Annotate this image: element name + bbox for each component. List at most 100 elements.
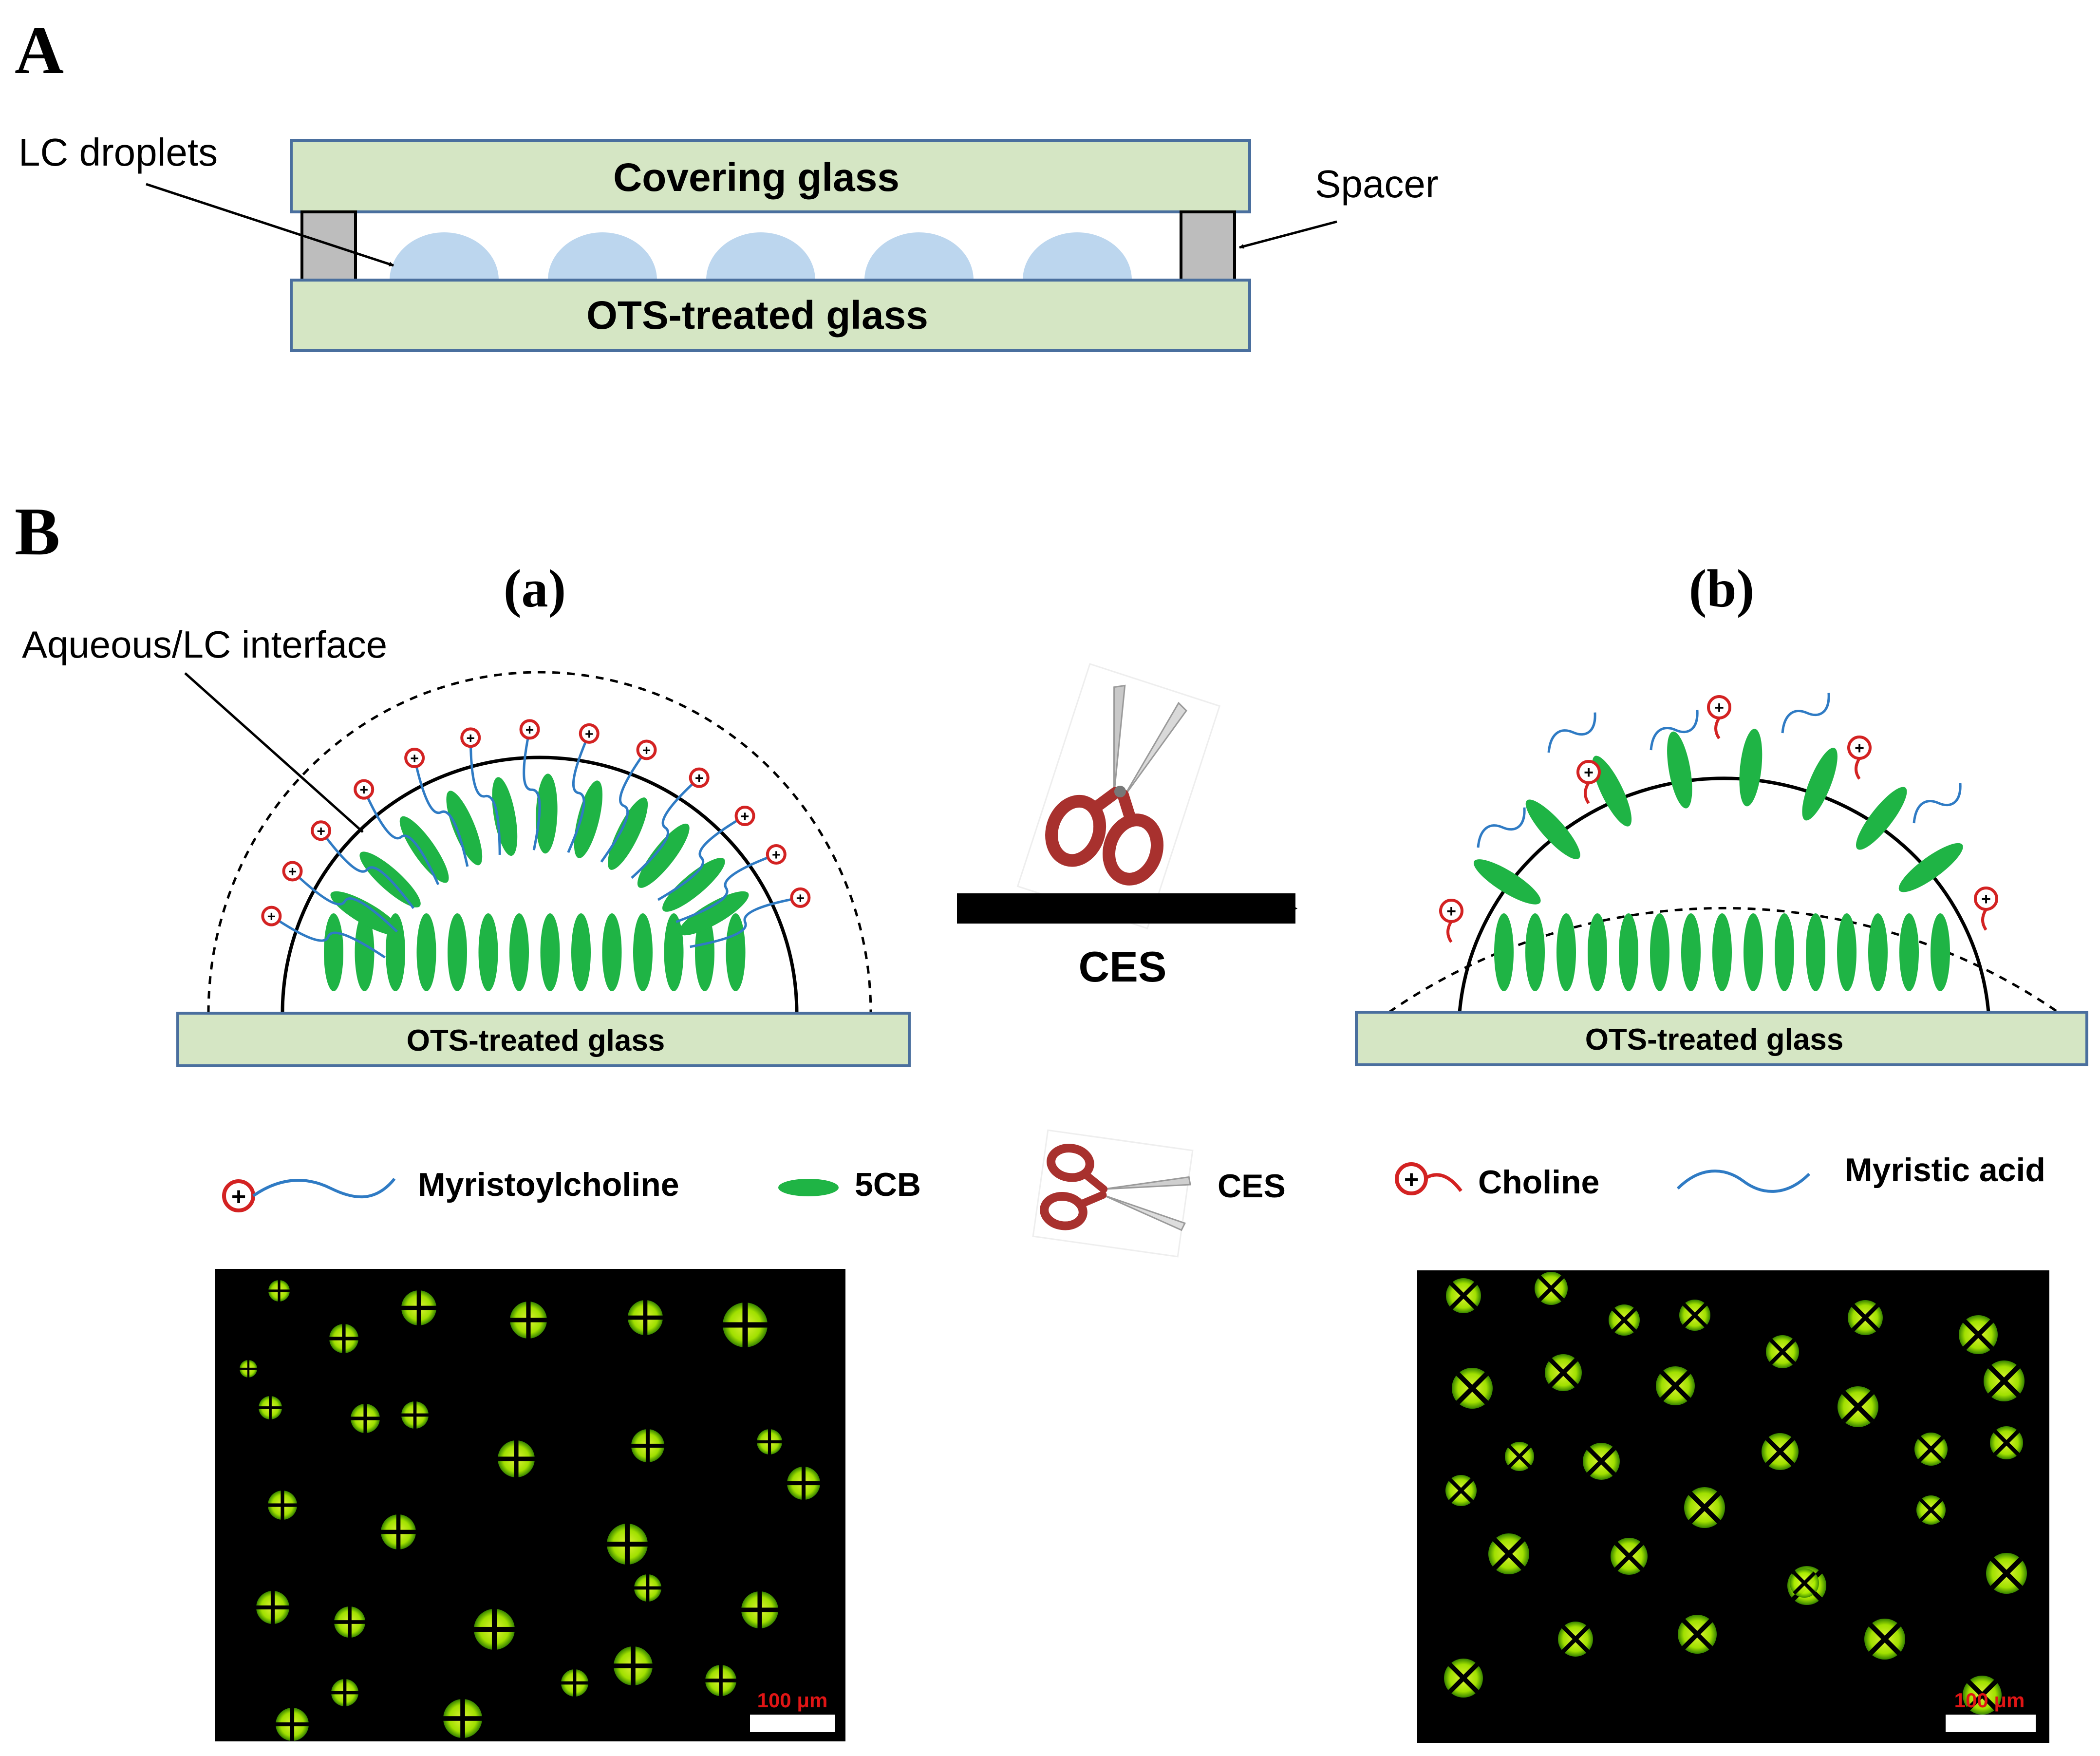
lc-droplet-cross: [443, 1699, 482, 1738]
myristoyl-chain: [291, 870, 398, 933]
5cb-molecule: [662, 858, 725, 912]
lc-droplet: [390, 232, 499, 280]
5cb-molecule: [1899, 913, 1919, 991]
choline-charge: +: [267, 909, 276, 925]
choline-charge: +: [772, 847, 781, 863]
lc-droplet-cross: [705, 1665, 736, 1696]
5cb-molecule: [1856, 787, 1907, 850]
lc-droplet-cross: [331, 1679, 358, 1706]
scale-label-left: 100 μm: [757, 1689, 828, 1712]
lc-droplet: [1023, 232, 1132, 280]
myristoyl-chain: [523, 729, 541, 850]
legend-5cb: 5CB: [778, 1166, 921, 1203]
choline-head: [766, 844, 787, 865]
lc-droplets-arrow: [146, 183, 394, 267]
panel-a-letter: A: [15, 13, 64, 88]
lc-droplet-cross: [631, 1429, 664, 1462]
scale-label-right: 100 μm: [1954, 1689, 2025, 1712]
choline-head: [579, 723, 600, 744]
legend: + Myristoylcholine 5CB CES + C: [222, 1129, 2045, 1258]
covering-glass: [290, 139, 1251, 213]
micrograph-left-droplets: [240, 1280, 820, 1741]
myristoylcholine-layer-a: +++++++++++++: [261, 719, 811, 959]
ots-glass-b-b-label: OTS-treated glass: [1585, 1023, 1844, 1057]
lc-droplet-cross: [401, 1401, 429, 1429]
interface-arrow: [184, 672, 364, 833]
lc-droplet-cross: [259, 1396, 282, 1419]
5cb-molecule: [571, 913, 591, 991]
choline-tail: [1855, 757, 1861, 780]
myristic-acid: [1650, 710, 1699, 751]
myristic-acid: [1781, 693, 1830, 734]
5cb-molecule: [355, 913, 375, 991]
choline-charge: +: [1714, 699, 1724, 717]
myristoyl-chain: [270, 915, 386, 959]
5cb-molecule: [1681, 913, 1701, 991]
choline-head: [282, 861, 303, 882]
5cb-molecule: [1473, 859, 1541, 905]
interface-label: Aqueous/LC interface: [22, 623, 387, 666]
lc-droplet-cross: [276, 1708, 309, 1741]
choline-head: [636, 739, 657, 760]
sub-b-label: (b): [1689, 559, 1754, 618]
myristoyl-chain: [675, 853, 777, 924]
legend-myristic-acid: Myristic acid: [1676, 1152, 2045, 1193]
lc-droplets-label: LC droplets: [19, 131, 218, 174]
choline-head: [354, 779, 375, 800]
5cb-molecule: [478, 913, 498, 991]
lc-droplet-cross: [1535, 1272, 1568, 1305]
choline-charge: +: [1981, 890, 1991, 908]
lc-droplet-cross: [240, 1360, 257, 1378]
5cb-molecule: [1802, 748, 1838, 821]
lc-droplet-cross: [1452, 1368, 1493, 1409]
5cb-bottom-layer-b: [1494, 913, 1950, 991]
lc-droplet-cross: [1488, 1533, 1529, 1574]
5cb-molecule: [1650, 913, 1669, 991]
ots-glass-a-label: OTS-treated glass: [586, 293, 928, 338]
micrograph-right-image: [1417, 1270, 2049, 1743]
dashed-boundary-b: [1388, 906, 2059, 1014]
ots-glass-b-a-label: OTS-treated glass: [407, 1024, 665, 1057]
spacer-arrow: [1239, 220, 1337, 249]
micrograph-left-image: [215, 1269, 845, 1741]
lc-droplet-cross: [1848, 1300, 1883, 1335]
lc-droplet-cross: [614, 1646, 653, 1685]
choline-tail: [1981, 908, 1988, 931]
5cb-molecule: [446, 791, 483, 866]
choline-charge: +: [288, 864, 297, 880]
panel-a: A Covering glass OTS-treated glass LC dr…: [15, 13, 1438, 352]
lc-droplet-cross: [1916, 1495, 1946, 1525]
panel-b: B (a) (b) +++++++++++++ OTS-treated glas…: [15, 494, 2088, 1743]
lc-droplet-cross: [474, 1609, 515, 1650]
lc-droplet-cross: [329, 1324, 358, 1353]
choline-charge: +: [642, 742, 651, 758]
lc-droplet-cross: [268, 1280, 290, 1302]
lc-droplet-cross: [1959, 1315, 1998, 1354]
choline-head: [519, 719, 540, 740]
5cb-molecule: [536, 774, 558, 854]
choline-charge: +: [695, 771, 704, 787]
choline-charge: +: [359, 782, 368, 798]
lc-droplet-cross: [1766, 1335, 1799, 1368]
5cb-molecule: [1837, 913, 1856, 991]
scale-bar-right: [1946, 1715, 2036, 1732]
choline-head: [734, 806, 755, 827]
legend-myristic-acid-label: Myristic acid: [1845, 1152, 2045, 1189]
choline-charge: +: [1584, 763, 1594, 782]
ots-glass-b-a: [176, 1012, 911, 1067]
myristic-acid: [1477, 807, 1526, 848]
5cb-molecule: [678, 891, 749, 936]
legend-myristoylcholine-label: Myristoylcholine: [418, 1166, 679, 1203]
lc-droplet-cross: [561, 1669, 588, 1697]
choline-head: [311, 820, 332, 841]
myristoyl-chain: [413, 757, 469, 867]
legend-5cb-label: 5CB: [855, 1166, 921, 1203]
lc-droplet-cross: [1963, 1676, 2002, 1715]
5cb-molecule: [726, 913, 746, 991]
choline-charge: +: [1446, 902, 1456, 921]
choline-tail: [1714, 717, 1721, 739]
myristoyl-chain: [631, 776, 700, 879]
lc-droplet-cross: [1505, 1442, 1534, 1471]
5cb-molecule: [695, 913, 714, 991]
